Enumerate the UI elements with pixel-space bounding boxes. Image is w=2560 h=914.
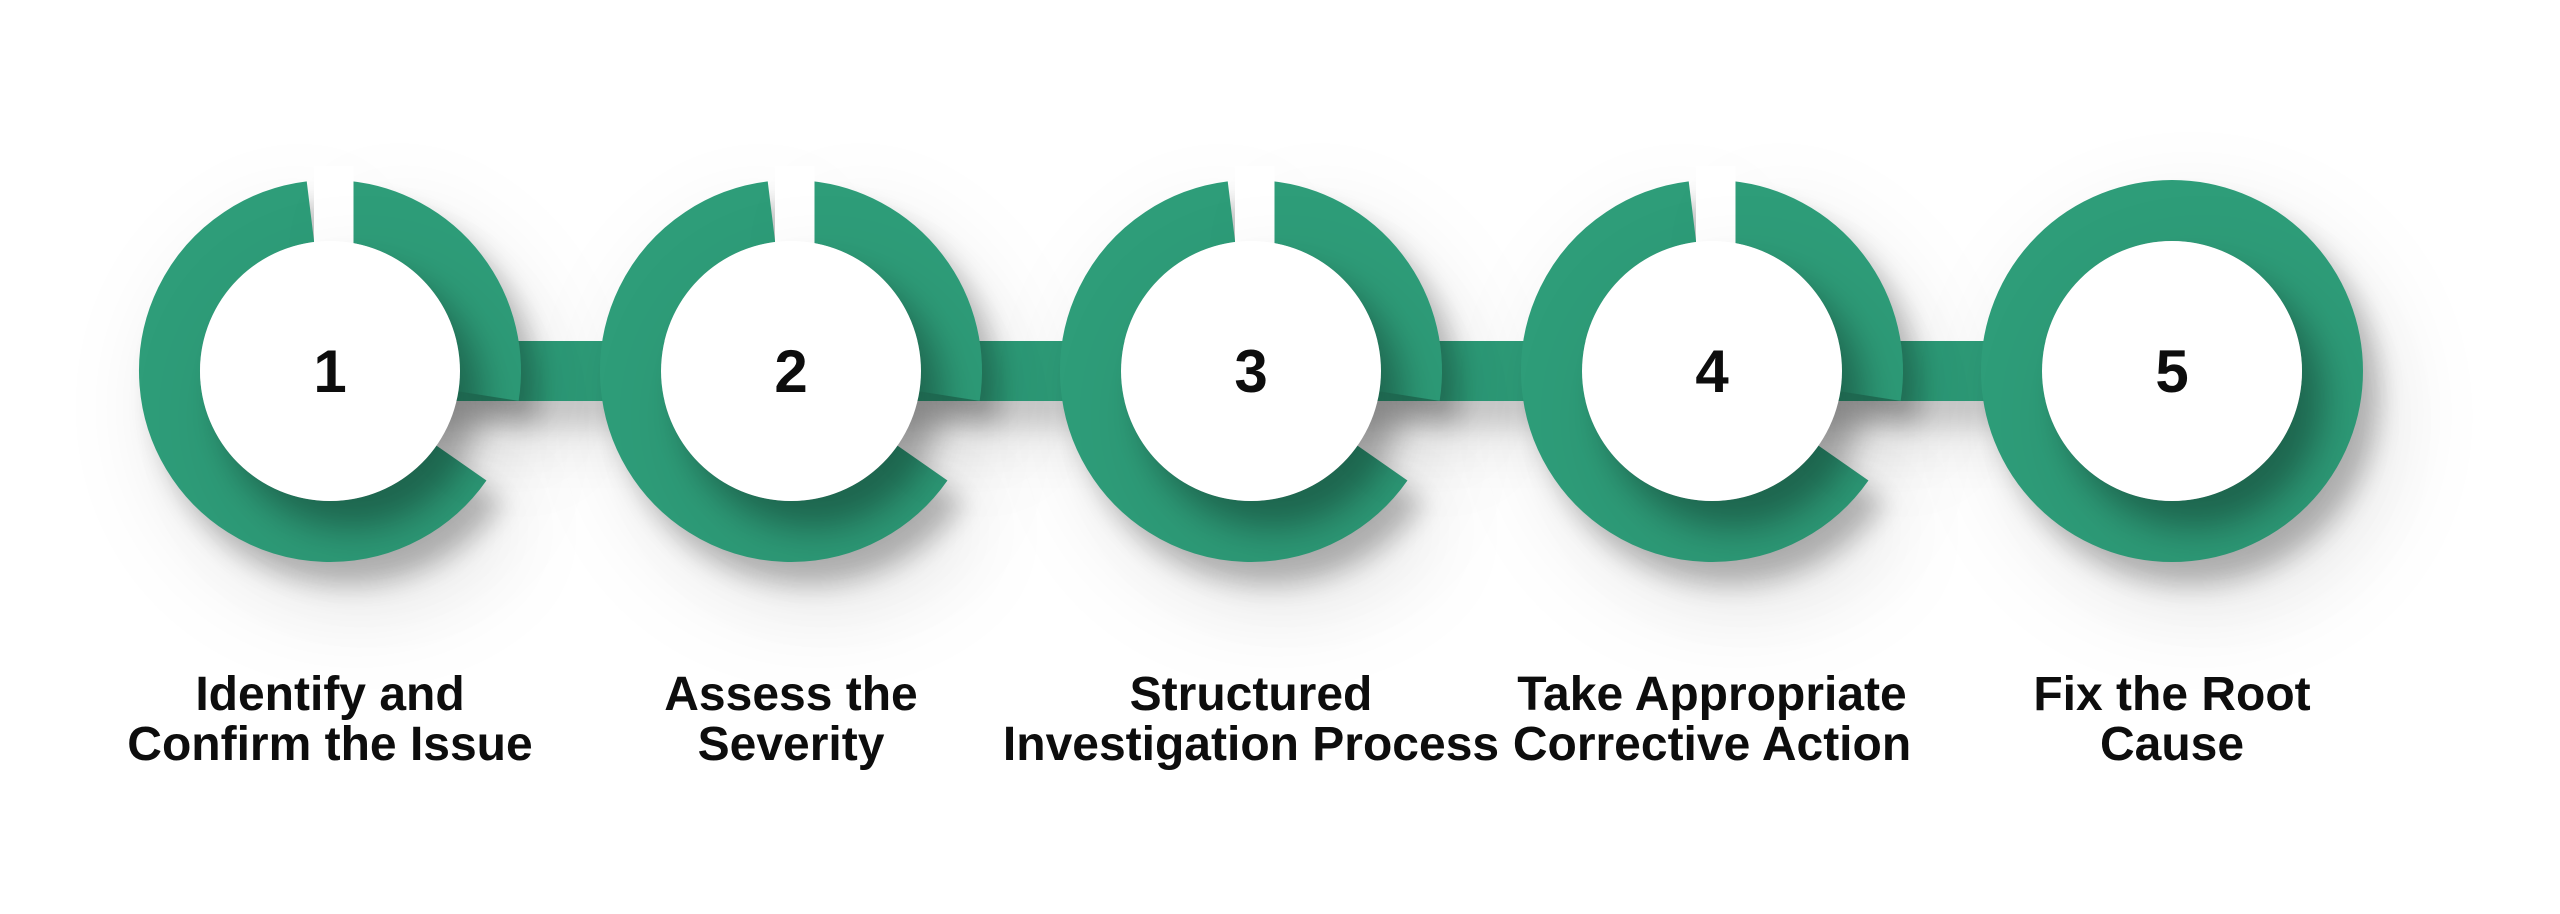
ring-arc-main — [600, 181, 948, 562]
step-ring — [1521, 166, 1903, 562]
ring-top-gap — [1696, 166, 1736, 251]
step-inner-circle — [1582, 241, 1842, 501]
step-ring — [139, 166, 521, 562]
ring-full-circle — [1981, 180, 2363, 562]
step-ring — [600, 166, 982, 562]
ring-top-gap — [775, 166, 815, 251]
ring-arc-main — [1521, 181, 1869, 562]
ring-arc-right — [803, 181, 982, 401]
step-inner-circle — [1121, 241, 1381, 501]
step-number: 3 — [1234, 337, 1268, 405]
ring-arc-main — [139, 181, 487, 562]
step-ring — [1060, 166, 1442, 562]
ring-top-gap — [1235, 166, 1275, 251]
step-inner-circle — [200, 241, 460, 501]
ring-arc-right — [1724, 181, 1903, 401]
step-inner-circle — [2042, 241, 2302, 501]
ring-arc-right — [1263, 181, 1442, 401]
ring-top-gap — [314, 166, 354, 251]
step-number: 4 — [1695, 337, 1729, 405]
step-inner-circle — [661, 241, 921, 501]
step-ring — [1981, 180, 2363, 562]
step-number: 5 — [2155, 337, 2189, 405]
ring-arc-main — [1060, 181, 1408, 562]
ring-arc-right — [342, 181, 521, 401]
step-number: 2 — [774, 337, 808, 405]
step-number: 1 — [313, 337, 347, 405]
